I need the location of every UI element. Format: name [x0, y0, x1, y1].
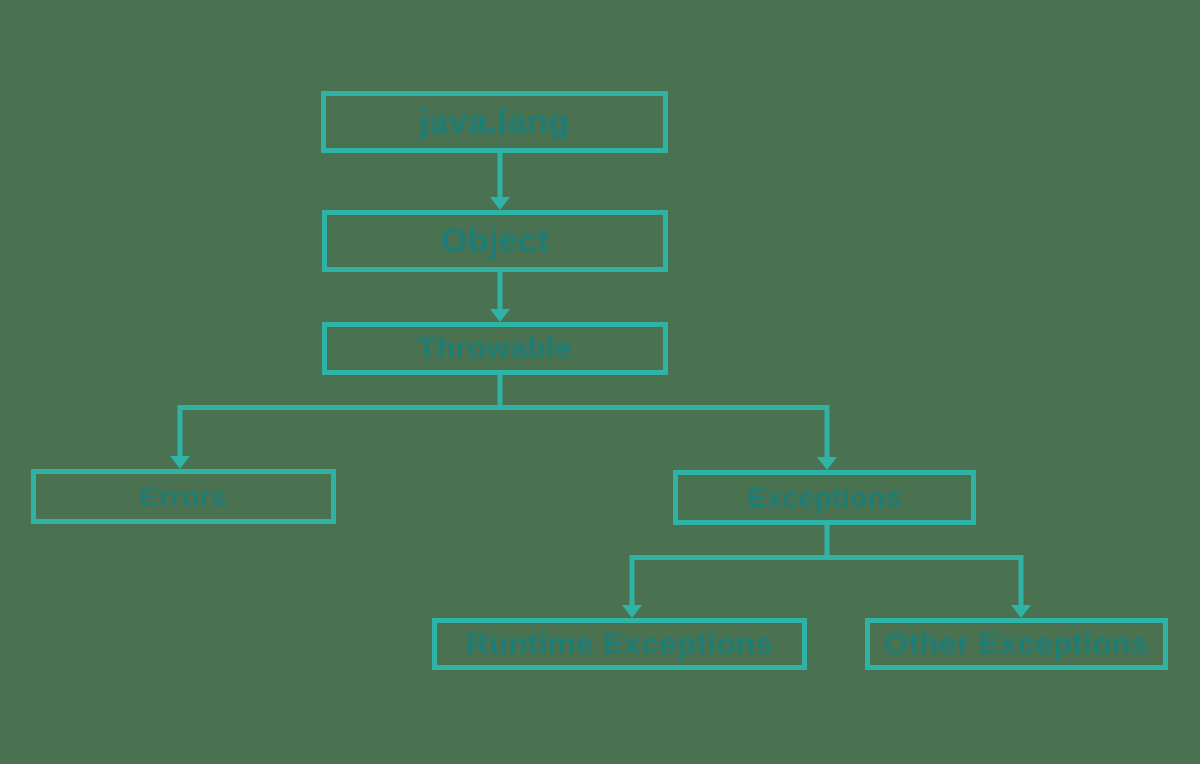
node-errors: Errors: [31, 469, 336, 524]
node-runtime-exceptions-label: Runtime Exceptions: [466, 626, 773, 661]
arrowhead-exceptions: [817, 457, 837, 470]
arrowhead-throwable: [490, 309, 510, 322]
node-java-lang: java.lang: [321, 91, 668, 153]
node-throwable-label: Throwable: [417, 331, 573, 365]
arrowhead-object: [490, 197, 510, 210]
node-java-lang-label: java.lang: [419, 102, 570, 141]
node-object-label: Object: [440, 221, 550, 260]
arrowhead-errors: [170, 456, 190, 469]
edge-branch-errors-exceptions: [177, 405, 830, 462]
node-errors-label: Errors: [139, 480, 228, 512]
node-exceptions: Exceptions: [673, 470, 976, 525]
arrowhead-runtime-exceptions: [622, 605, 642, 618]
node-runtime-exceptions: Runtime Exceptions: [432, 618, 807, 670]
node-exceptions-label: Exceptions: [747, 481, 902, 513]
edge-branch-runtime-other: [629, 555, 1024, 610]
node-object: Object: [322, 210, 668, 272]
node-other-exceptions: Other Exceptions: [865, 618, 1168, 670]
node-throwable: Throwable: [322, 322, 668, 375]
node-other-exceptions-label: Other Exceptions: [884, 626, 1149, 661]
arrowhead-other-exceptions: [1011, 605, 1031, 618]
